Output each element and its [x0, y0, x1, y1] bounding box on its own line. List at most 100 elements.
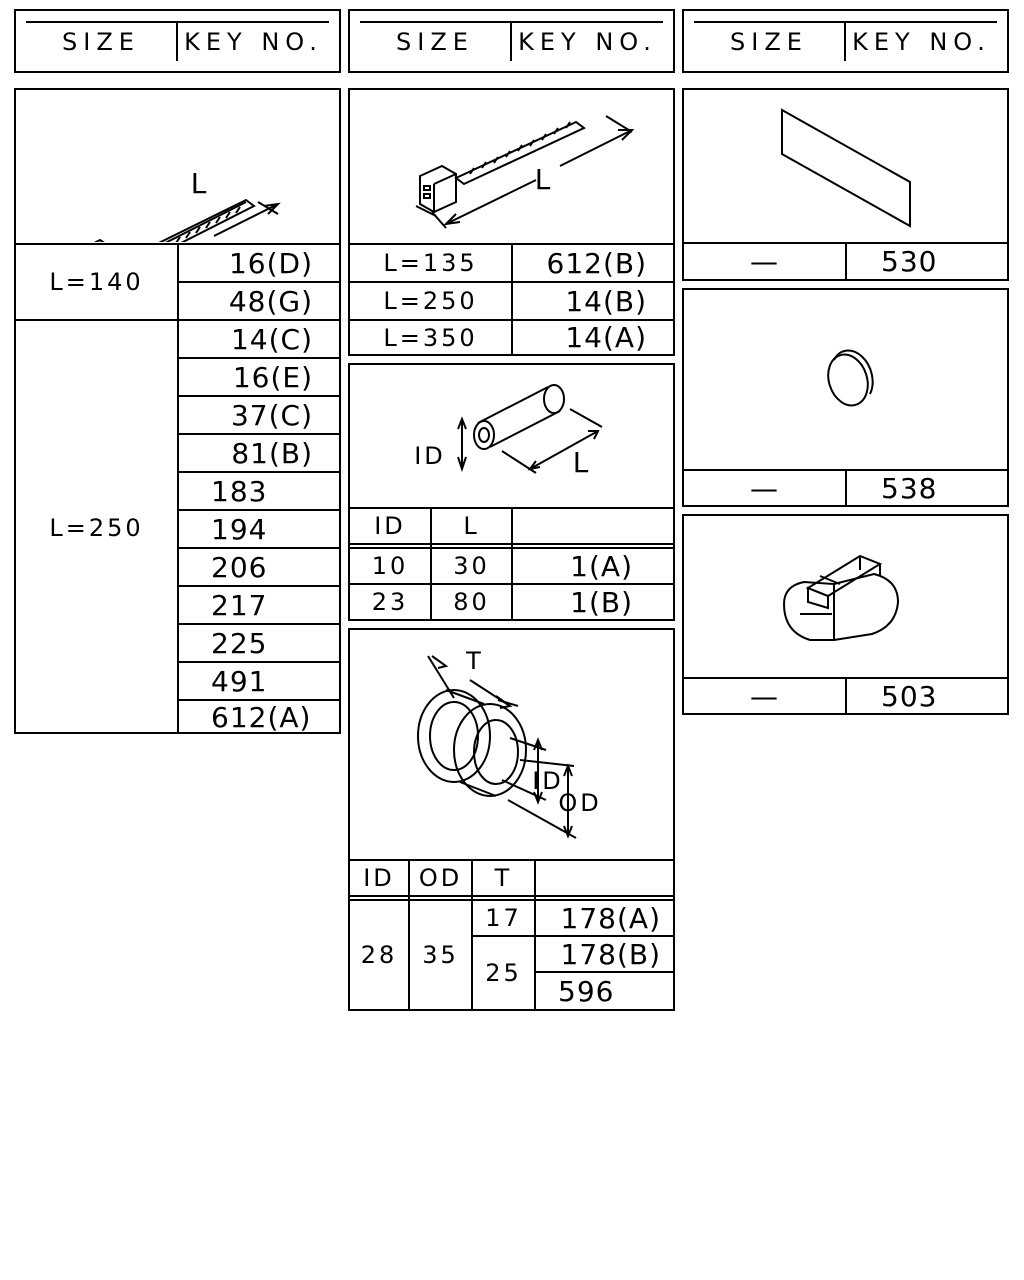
tape-key: 530 — [881, 245, 938, 278]
tie-b-key: 612(B) — [546, 246, 647, 280]
clip-panel: — 503 — [682, 514, 1009, 715]
clip-drawing — [782, 554, 900, 641]
cable-tie-a-drawing — [93, 198, 281, 242]
tape-drawing — [781, 108, 911, 228]
tie-a-key: 14(C) — [230, 322, 313, 356]
tie-a-key: 16(D) — [228, 246, 313, 280]
tie-a-key: 37(C) — [230, 398, 313, 432]
tube-dim-id: ID — [414, 442, 446, 470]
disc-drawing — [827, 349, 874, 407]
grommet-header-t: T — [494, 864, 513, 892]
divider — [177, 245, 179, 734]
grommet-header-od: OD — [418, 864, 463, 892]
tie-a-key: 16(E) — [232, 360, 313, 394]
header-col2: SIZE KEY NO. — [348, 9, 675, 73]
disc-key: 538 — [881, 471, 938, 505]
tie-b-size: L=350 — [383, 323, 478, 352]
tube-l: 30 — [453, 552, 490, 580]
divider — [350, 547, 673, 549]
divider — [350, 507, 673, 509]
tie-a-key: 491 — [211, 664, 268, 698]
tie-a-dim-label: L — [190, 166, 208, 200]
tube-panel: ID L ID L 10 30 1(A) 23 80 1(B) — [348, 363, 675, 621]
divider — [350, 583, 673, 585]
tube-key: 1(A) — [570, 549, 633, 583]
tie-a-key: 225 — [211, 626, 268, 660]
disc-size: — — [750, 471, 779, 505]
divider — [179, 281, 339, 283]
header-col3: SIZE KEY NO. — [682, 9, 1009, 73]
tie-a-key: 81(B) — [231, 436, 313, 470]
tie-a-key: 48(G) — [228, 284, 313, 318]
divider — [179, 547, 339, 549]
divider — [684, 242, 1007, 244]
divider — [16, 243, 339, 245]
divider — [179, 661, 339, 663]
grommet-dim-t: T — [466, 647, 484, 675]
grommet-od: 35 — [422, 941, 459, 969]
header-size-label: SIZE — [360, 23, 512, 61]
header-size-label: SIZE — [26, 23, 178, 61]
grommet-dim-od: OD — [558, 789, 602, 817]
tie-a-key: 183 — [211, 474, 268, 508]
divider — [350, 859, 673, 861]
cable-tie-a-panel: L L=140 16(D) 48(G) L=250 14(C) 16(E) 37… — [14, 88, 341, 734]
divider — [845, 244, 847, 279]
divider — [179, 395, 339, 397]
tube-key: 1(B) — [570, 585, 633, 619]
divider — [430, 509, 432, 619]
grommet-panel: T ID OD ID OD T 28 35 17 25 178(A) 178(B… — [348, 628, 675, 1011]
disc-panel: — 538 — [682, 288, 1009, 507]
tube-id: 23 — [371, 588, 409, 616]
grommet-t: 17 — [485, 904, 522, 932]
tie-a-size-140: L=140 — [49, 268, 144, 296]
divider — [684, 677, 1007, 679]
divider — [684, 469, 1007, 471]
clip-size: — — [750, 679, 779, 713]
tie-b-key: 14(A) — [565, 321, 647, 354]
tie-a-key: 612(A) — [211, 700, 312, 734]
grommet-id: 28 — [360, 941, 398, 969]
tie-b-key: 14(B) — [565, 284, 647, 318]
grommet-key: 178(A) — [560, 901, 661, 935]
divider — [511, 245, 513, 354]
tube-l: 80 — [453, 588, 490, 616]
divider — [350, 543, 673, 545]
cable-tie-b-panel: L L=135 612(B) L=250 14(B) L=350 14(A) — [348, 88, 675, 356]
grommet-key: 178(B) — [560, 937, 661, 971]
divider — [536, 971, 673, 973]
header-key-label: KEY NO. — [184, 28, 323, 56]
clip-key: 503 — [881, 679, 938, 713]
divider — [179, 699, 339, 701]
tie-a-key: 206 — [211, 550, 268, 584]
header-col1: SIZE KEY NO. — [14, 9, 341, 73]
grommet-dim-id: ID — [532, 767, 564, 795]
tie-a-key: 217 — [211, 588, 268, 622]
tube-header-id: ID — [374, 512, 406, 540]
divider — [179, 623, 339, 625]
tube-dim-l: L — [572, 445, 590, 479]
divider — [473, 935, 673, 937]
divider — [350, 281, 673, 283]
divider — [350, 895, 673, 897]
tube-header-l: L — [463, 512, 480, 540]
grommet-t: 25 — [485, 959, 522, 987]
divider — [179, 357, 339, 359]
header-key-label: KEY NO. — [852, 28, 991, 56]
grommet-header-id: ID — [363, 864, 395, 892]
grommet-key: 596 — [558, 974, 615, 1008]
divider — [179, 509, 339, 511]
divider — [350, 899, 673, 901]
divider — [845, 679, 847, 713]
tie-a-key: 194 — [211, 512, 268, 546]
divider — [179, 471, 339, 473]
tube-drawing — [457, 384, 603, 474]
divider — [16, 319, 339, 321]
divider — [845, 471, 847, 505]
tie-b-size: L=250 — [383, 287, 478, 315]
divider — [179, 585, 339, 587]
tube-id: 10 — [371, 552, 409, 580]
divider — [350, 319, 673, 321]
divider — [511, 509, 513, 619]
header-key-label: KEY NO. — [518, 28, 657, 56]
